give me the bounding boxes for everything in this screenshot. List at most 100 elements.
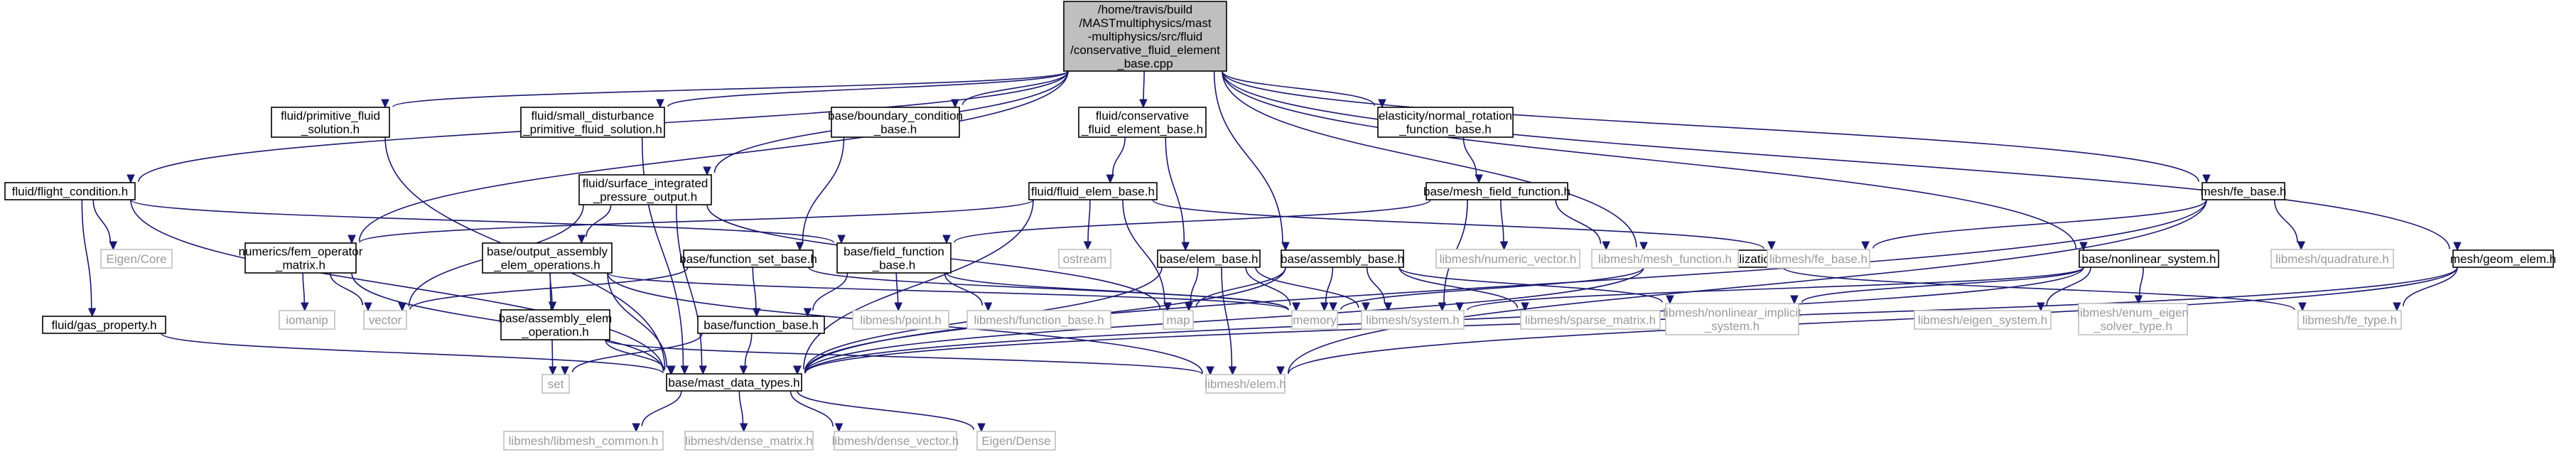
node-fe-base[interactable]: mesh/fe_base.h — [2201, 182, 2287, 200]
node-label-line: libmesh/elem.h — [1205, 377, 1286, 391]
edge-line — [392, 70, 1069, 108]
node-label-line: _pressure_output.h — [593, 190, 698, 204]
node-label-line: base/elem_base.h — [1160, 252, 1259, 266]
node-box — [1281, 249, 1404, 268]
node-conservative-base[interactable]: fluid/conservative_fluid_element_base.h — [1078, 107, 1207, 138]
edge-assembly-elem-operation-to-libmesh-elem — [605, 339, 1214, 376]
node-set: set — [541, 374, 570, 394]
node-label-line: base/assembly_elem — [499, 312, 613, 326]
node-fluid-elem-base[interactable]: fluid/fluid_elem_base.h — [1028, 182, 1158, 200]
node-box — [4, 182, 136, 200]
node-box — [1163, 310, 1194, 330]
node-root[interactable]: /home/travis/build/MASTmultiphysics/mast… — [1063, 1, 1227, 72]
node-libmesh-fe-type: libmesh/fe_type.h — [2297, 310, 2402, 330]
edge-fluid-elem-base-to-fem-operator — [347, 199, 1034, 244]
node-gas-property[interactable]: fluid/gas_property.h — [42, 316, 166, 334]
node-label-line: libmesh/mesh_function.h — [1598, 252, 1732, 266]
edge-line — [130, 199, 834, 244]
node-label-line: libmesh/quadrature.h — [2275, 252, 2389, 266]
edge-line — [954, 199, 1431, 243]
edge-line — [2046, 267, 2091, 306]
node-box — [1767, 249, 1870, 269]
edge-arrowhead — [837, 235, 846, 244]
node-label-line: libmesh/point.h — [860, 313, 941, 327]
edge-arrowhead — [109, 241, 118, 251]
node-assembly-elem-operation[interactable]: base/assembly_elem_operation.h — [499, 309, 613, 340]
nodes-layer: /home/travis/build/MASTmultiphysics/mast… — [4, 1, 2556, 451]
node-small-disturbance[interactable]: fluid/small_disturbance_primitive_fluid_… — [520, 107, 665, 138]
node-box — [1157, 249, 1261, 268]
node-label-line: base/output_assembly — [487, 245, 608, 259]
edge-fem-operator-to-iomanip — [301, 272, 309, 312]
edge-line — [752, 267, 757, 309]
edge-arrowhead — [1790, 295, 1799, 305]
node-box — [836, 242, 952, 274]
edge-arrowhead — [2298, 302, 2307, 312]
edge-root-to-fem-operator — [347, 70, 1069, 244]
node-label-line: iomanip — [286, 313, 328, 327]
node-box — [1435, 249, 1580, 269]
edge-arrowhead — [1767, 241, 1776, 251]
node-boundary-condition[interactable]: base/boundary_condition_base.h — [828, 107, 963, 138]
node-assembly-base[interactable]: base/assembly_base.h — [1281, 249, 1404, 268]
node-map: map — [1163, 310, 1194, 330]
node-label-line: mesh/fe_base.h — [2201, 185, 2287, 198]
node-function-base[interactable]: base/function_base.h — [697, 316, 825, 334]
node-output-assembly[interactable]: base/output_assembly_elem_operations.h — [482, 242, 613, 274]
node-box — [520, 107, 665, 138]
node-label-line: _system.h — [1704, 320, 1759, 333]
edge-line — [161, 333, 664, 374]
edge-line — [789, 390, 834, 427]
node-mesh-field-function[interactable]: base/mesh_field_function.h — [1423, 182, 1570, 200]
edge-arrowhead — [1228, 366, 1237, 376]
edge-arrowhead — [1666, 295, 1674, 305]
edge-arrowhead — [1639, 242, 1648, 252]
node-box — [697, 316, 825, 334]
edge-line — [1325, 267, 1334, 303]
edge-line — [2403, 267, 2458, 306]
node-flight-condition[interactable]: fluid/flight_condition.h — [4, 182, 136, 200]
node-field-function[interactable]: base/field_function_base.h — [836, 242, 952, 274]
edge-line — [1399, 267, 1663, 303]
edge-flight-condition-to-gas-property — [81, 199, 97, 318]
node-box — [503, 431, 664, 451]
node-function-set-base[interactable]: base/function_set_base.h — [679, 249, 817, 268]
edge-line — [1087, 199, 1091, 242]
edge-line — [1213, 70, 1283, 243]
edge-normal-rotation-to-mesh-field-function — [1462, 136, 1483, 184]
node-elem-base[interactable]: base/elem_base.h — [1157, 249, 1261, 268]
node-libmesh-function-base: libmesh/function_base.h — [966, 310, 1111, 330]
node-mast-data-types[interactable]: base/mast_data_types.h — [666, 373, 802, 392]
node-normal-rotation[interactable]: elasticity/normal_rotation_function_base… — [1377, 107, 1514, 138]
edge-surface-integrated-to-mast-data-types — [675, 204, 708, 375]
edge-arrowhead — [126, 174, 135, 184]
edge-arrowhead — [1185, 302, 1193, 312]
node-label-line: Eigen/Dense — [981, 434, 1050, 448]
node-nonlinear-system[interactable]: base/nonlinear_system.h — [2079, 249, 2219, 268]
node-label-line: _solver_type.h — [2093, 320, 2172, 333]
node-label-line: base/assembly_base.h — [1281, 252, 1404, 266]
node-primitive-fluid[interactable]: fluid/primitive_fluid_solution.h — [271, 107, 390, 138]
node-label-line: mesh/geom_elem.h — [2450, 252, 2556, 266]
node-libmesh-dense-matrix: libmesh/dense_matrix.h — [684, 431, 814, 451]
node-label-line: libmesh/function_base.h — [974, 313, 1104, 327]
edge-mesh-field-function-to-field-function — [942, 199, 1431, 244]
edge-arrowhead — [2079, 242, 2088, 252]
node-box — [831, 107, 960, 138]
node-label-line: numerics/fem_operator — [239, 245, 363, 259]
node-label-line: _elem_operations.h — [493, 259, 600, 272]
node-libmesh-nonlinear-implicit: libmesh/nonlinear_implicit_system.h — [1663, 303, 1801, 335]
edge-line — [944, 272, 983, 306]
edge-line — [804, 267, 1644, 373]
node-label-line: fluid/conservative — [1096, 109, 1189, 123]
edge-function-base-to-set — [561, 333, 703, 376]
node-fem-operator[interactable]: numerics/fem_operator_matrix.h — [239, 242, 363, 274]
node-label-line: _base.cpp — [1116, 57, 1173, 70]
edge-field-function-to-memory — [946, 272, 1300, 312]
node-geom-elem[interactable]: mesh/geom_elem.h — [2450, 249, 2556, 268]
edge-line — [1245, 267, 1291, 306]
edge-arrowhead — [1521, 302, 1529, 312]
node-label-line: fluid/fluid_elem_base.h — [1031, 185, 1155, 198]
node-surface-integrated[interactable]: fluid/surface_integrated_pressure_output… — [578, 174, 712, 205]
edge-root-to-geom-elem — [1222, 70, 2462, 252]
